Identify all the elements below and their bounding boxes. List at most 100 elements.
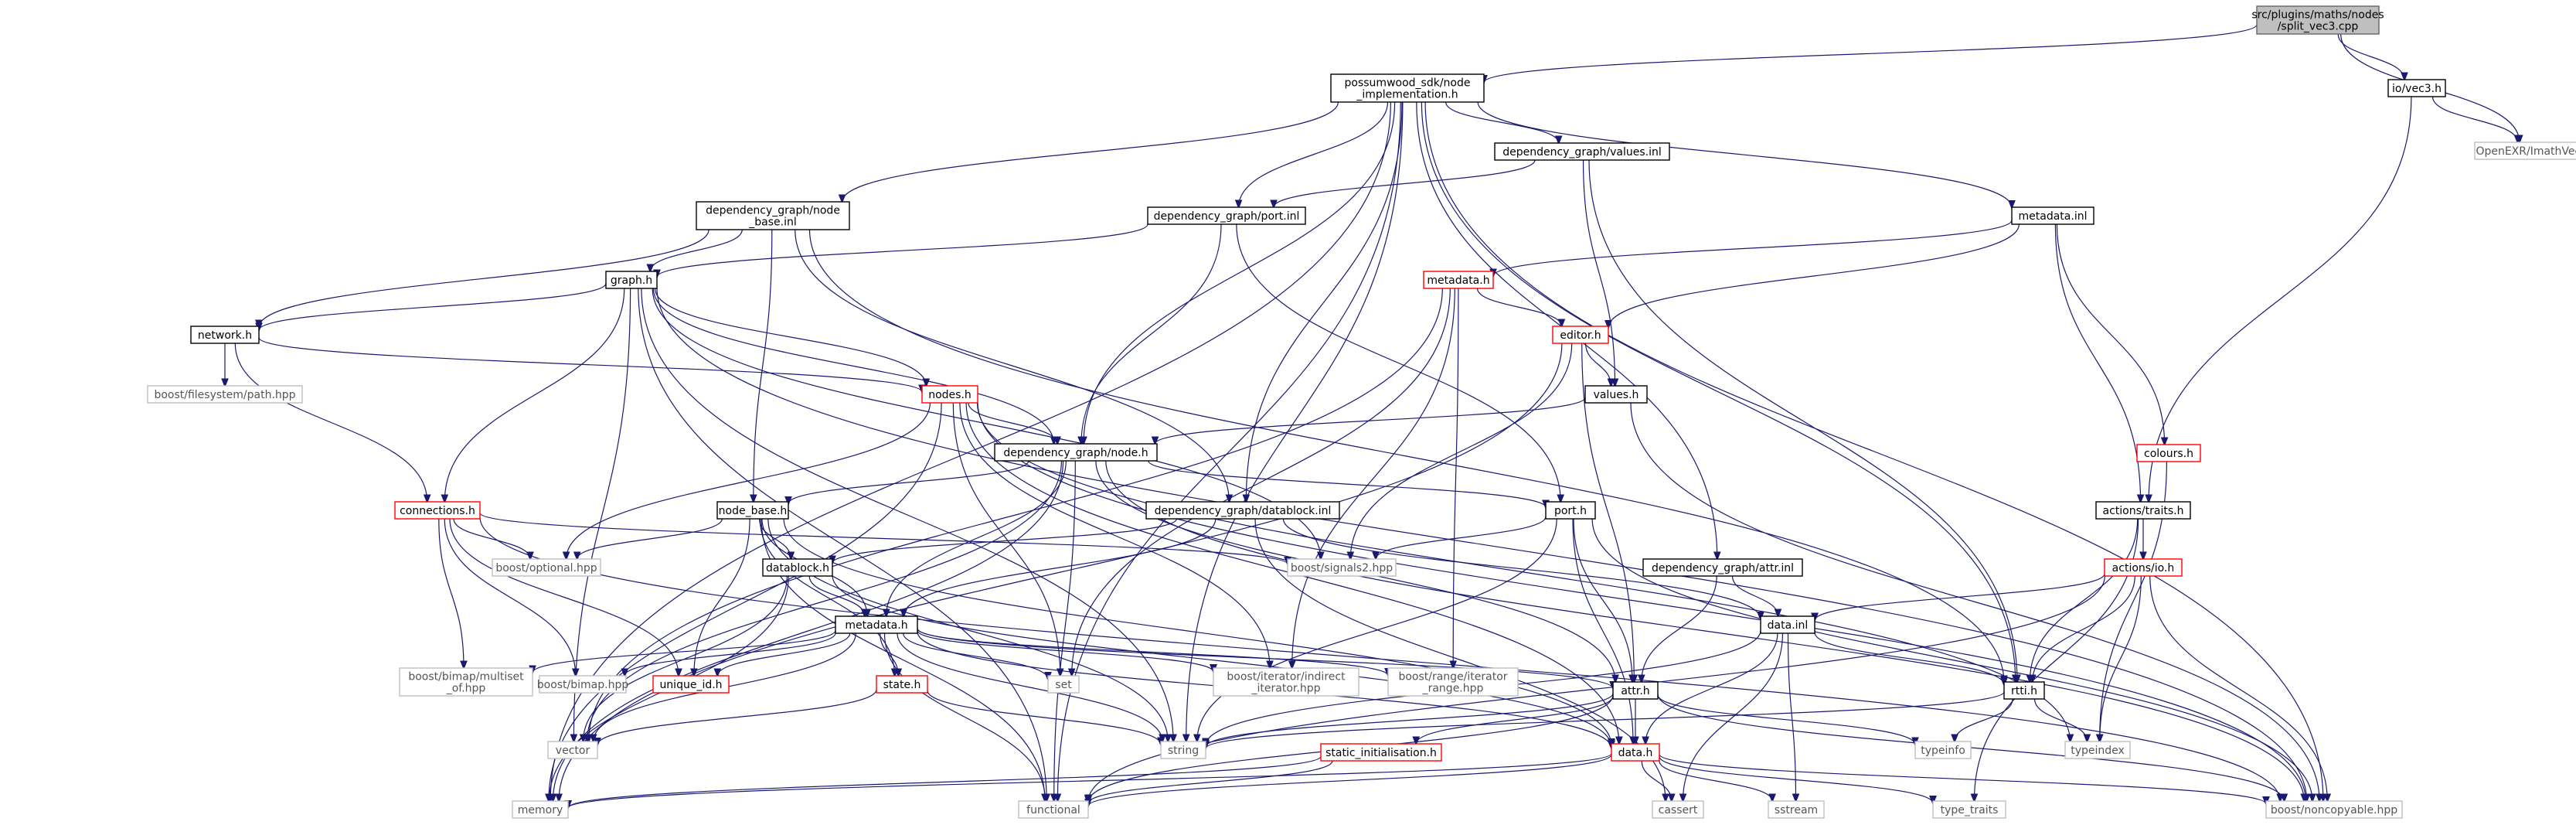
edge-port_h-to-string (1197, 518, 1557, 741)
node-attr-h[interactable]: attr.h (1612, 681, 1659, 700)
node-box (1387, 667, 1519, 697)
edge-node_base_inl-to-network_h (259, 229, 710, 327)
edge-dg_node_h-to-noncopyable (1105, 460, 2304, 801)
node-box (1552, 326, 1609, 344)
node-io-vec3[interactable]: io/vec3.h (2387, 79, 2446, 97)
node-functional: functional (1018, 800, 1089, 819)
node-network-h[interactable]: network.h (190, 326, 260, 344)
node-values-h[interactable]: values.h (1584, 385, 1648, 404)
node-node-base-inl[interactable]: dependency_graph/node_base.inl (696, 201, 850, 230)
edge-state_h-to-vector (597, 689, 877, 745)
node-data-inl[interactable]: data.inl (1760, 615, 1815, 634)
node-box (2136, 444, 2201, 462)
edge-attr_h-to-static_init (1416, 695, 1614, 744)
node-label: boost/filesystem/path.hpp (154, 389, 295, 401)
edge-actions_io-to-rtti_h (2033, 575, 2135, 682)
node-state-h[interactable]: state.h (876, 675, 928, 694)
edge-values_inl-to-rtti_h (1588, 159, 2017, 682)
node-label: state.h (883, 679, 921, 691)
node-box (2265, 800, 2403, 819)
edge-io_vec3-to-actions_traits (2149, 96, 2412, 502)
edge-node_base_h-to-unique_id (694, 518, 750, 676)
edge-dg_node_h-to-metadata_h (886, 460, 1067, 616)
node-label: boost/bimap/multiset (408, 671, 524, 684)
edge-attr_inl-to-attr_h (1642, 575, 1717, 682)
edge-rtti_h-to-typeindex (2034, 698, 2088, 741)
node-cassert: cassert (1652, 800, 1704, 819)
edge-metadata_h-to-attr_h (917, 628, 1613, 689)
edge-node_impl-to-port_inl (1239, 101, 1389, 207)
node-label: graph.h (611, 274, 652, 287)
node-label: _range.hpp (1422, 683, 1484, 695)
node-label: string (1168, 745, 1199, 757)
edge-metadata_inl-to-metadata_h_red (1493, 220, 2013, 276)
node-box (2064, 741, 2131, 759)
node-connections-h[interactable]: connections.h (394, 501, 481, 520)
edge-node_impl-to-dg_node_h (1084, 101, 1396, 444)
node-label: set (1055, 679, 1072, 691)
edge-nodes_h-to-memory (549, 402, 942, 801)
edge-graph_h-to-dg_node_h (652, 288, 1053, 444)
edge-actions_traits-to-rtti_h (2030, 518, 2139, 682)
node-box (2011, 206, 2094, 225)
node-root[interactable]: src/plugins/maths/nodes/split_vec3.cpp (2251, 5, 2384, 35)
node-static-init[interactable]: static_initialisation.h (1320, 743, 1442, 762)
node-bimap: boost/bimap.hpp (537, 675, 628, 694)
node-imathvec: OpenEXR/ImathVec.h (2474, 141, 2576, 160)
edge-nodes_h-to-typeindex (976, 402, 2071, 741)
edges-layer (225, 24, 2520, 808)
node-graph-h[interactable]: graph.h (605, 271, 658, 289)
edge-metadata_h-to-unique_id (717, 632, 851, 676)
node-port-inl[interactable]: dependency_graph/port.inl (1147, 206, 1306, 225)
edge-datablock_inl-to-metadata_h (903, 518, 1217, 616)
node-box (762, 558, 833, 577)
edge-io_vec3-to-imathvec (2431, 96, 2518, 142)
node-editor-h[interactable]: editor.h (1552, 326, 1609, 344)
node-colours-h[interactable]: colours.h (2136, 444, 2201, 462)
node-datablock-h[interactable]: datablock.h (762, 558, 833, 577)
node-metadata-inl[interactable]: metadata.inl (2011, 206, 2094, 225)
node-label: nodes.h (928, 389, 972, 401)
node-box (1330, 73, 1485, 103)
node-unique-id[interactable]: unique_id.h (652, 675, 730, 694)
node-box (876, 675, 928, 694)
node-node-base-h[interactable]: node_base.h (716, 501, 789, 520)
node-data-h[interactable]: data.h (1611, 743, 1660, 762)
node-box (147, 385, 303, 404)
edge-node_impl-to-rtti_h (1421, 101, 2015, 682)
edge-metadata_h_red-to-range_iter (1453, 288, 1459, 668)
edge-nodes_h-to-dg_node_h (968, 402, 1057, 444)
node-box (1287, 558, 1397, 577)
edge-metadata_inl-to-actions_traits (2054, 223, 2140, 502)
edge-data_h-to-type_traits (1659, 756, 1933, 803)
node-datablock-inl[interactable]: dependency_graph/datablock.inl (1145, 501, 1340, 520)
node-label: metadata.inl (2019, 210, 2088, 223)
node-port-h[interactable]: port.h (1545, 501, 1596, 520)
node-box (1494, 142, 1670, 161)
node-label: /split_vec3.cpp (2278, 21, 2359, 33)
node-actions-traits[interactable]: actions/traits.h (2095, 501, 2191, 520)
node-actions-io[interactable]: actions/io.h (2104, 558, 2183, 577)
node-nodes-h[interactable]: nodes.h (921, 385, 978, 404)
edge-node_impl-to-metadata_inl (1477, 101, 2012, 208)
node-node-impl[interactable]: possumwood_sdk/node_implementation.h (1330, 73, 1485, 103)
node-label: memory (518, 804, 563, 816)
nodes-layer: src/plugins/maths/nodes/split_vec3.cpppo… (147, 5, 2576, 819)
node-box (539, 675, 627, 694)
edge-graph_h-to-vector (573, 288, 631, 741)
node-label: metadata.h (845, 619, 907, 632)
node-rtti-h[interactable]: rtti.h (2003, 681, 2045, 700)
node-box (512, 800, 569, 819)
node-box (835, 615, 918, 634)
node-label: boost/range/iterator (1398, 671, 1507, 684)
node-values-inl[interactable]: dependency_graph/values.inl (1494, 142, 1670, 161)
node-metadata-h[interactable]: metadata.h (835, 615, 918, 634)
node-label: OpenEXR/ImathVec.h (2476, 145, 2576, 158)
node-attr-inl[interactable]: dependency_graph/attr.inl (1642, 558, 1803, 577)
node-metadata-h-red[interactable]: metadata.h (1423, 271, 1494, 289)
node-vector: vector (547, 741, 598, 759)
node-dg-node-h[interactable]: dependency_graph/node.h (994, 443, 1158, 462)
node-fs-path: boost/filesystem/path.hpp (147, 385, 303, 404)
edge-actions_io-to-noncopyable (2149, 575, 2328, 801)
node-box (2003, 681, 2045, 700)
